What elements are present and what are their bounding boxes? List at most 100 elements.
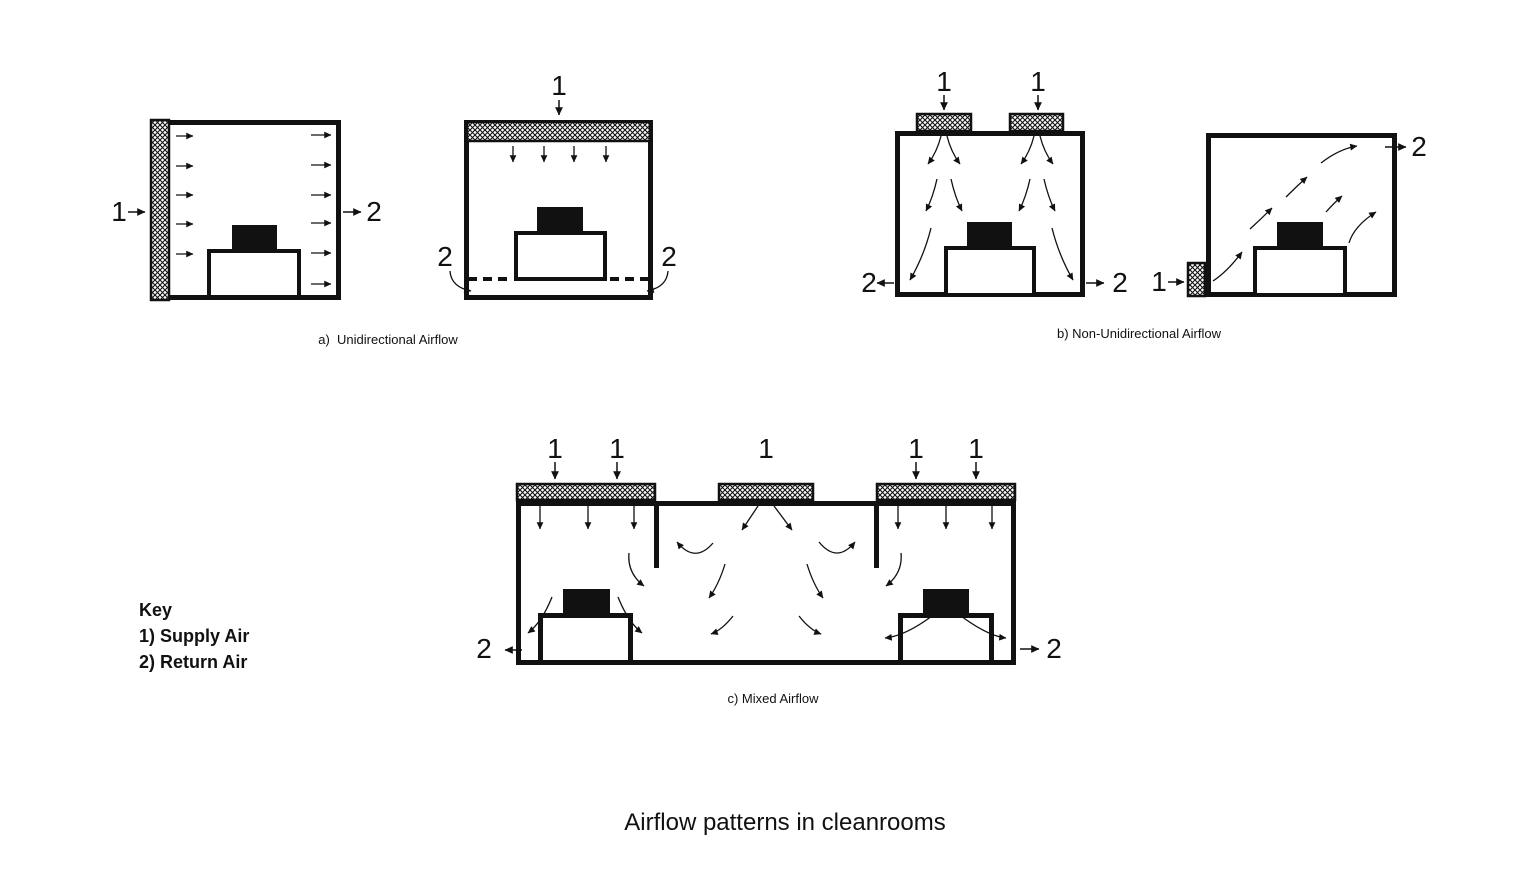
equipment-machine [514, 207, 607, 281]
key-item-supply: 1) Supply Air [139, 626, 249, 646]
supply-air-label: 1 [908, 433, 924, 464]
machine-base [207, 249, 301, 299]
supply-air-label: 1 [111, 196, 127, 227]
return-air-label: 2 [661, 241, 677, 272]
machine-base [538, 613, 633, 665]
return-air-label: 2 [1112, 267, 1128, 298]
return-air-label: 2 [1411, 131, 1427, 162]
supply-filter-right [875, 482, 1017, 502]
machine-base [898, 613, 994, 665]
flow-arrow [1018, 178, 1031, 212]
flow-arrow [1249, 207, 1273, 230]
supply-air-label: 1 [758, 433, 774, 464]
flow-arrow [909, 227, 932, 281]
machine-top [923, 589, 969, 613]
machine-top [1277, 222, 1323, 246]
flow-arrow [1320, 143, 1358, 164]
equipment-machine-right [884, 589, 1007, 665]
machine-base [1253, 246, 1347, 297]
flow-arrow [741, 505, 759, 531]
eddy-arrow [676, 541, 714, 554]
room-side-supply: 1 2 [1151, 131, 1427, 298]
machine-top [563, 589, 610, 613]
machine-top [967, 222, 1012, 246]
caption-b: b) Non-Unidirectional Airflow [1057, 326, 1222, 341]
flow-arrow [884, 615, 933, 641]
figure-title: Airflow patterns in cleanrooms [624, 809, 945, 836]
flow-arrow [806, 563, 824, 599]
key-legend: Key 1) Supply Air 2) Return Air [139, 600, 249, 672]
unidirectional-zone-arrows-left [536, 505, 638, 530]
equipment-machine [944, 222, 1036, 297]
room-mixed-airflow: 1 1 1 1 1 2 2 [476, 433, 1062, 665]
return-air-label: 2 [437, 241, 453, 272]
flow-arrow [885, 552, 902, 587]
mixed-zone-arrows [628, 505, 902, 635]
flow-arrow [617, 596, 643, 634]
vertical-airflow-arrows [509, 146, 610, 163]
supply-air-label: 1 [547, 433, 563, 464]
supply-filter-left [515, 482, 657, 502]
room-ceiling-diffusers: 1 1 2 2 [861, 66, 1128, 298]
flow-arrow [773, 505, 793, 531]
flow-arrow [1043, 178, 1056, 212]
supply-air-label: 1 [1151, 266, 1167, 297]
flow-arrow [1325, 195, 1343, 213]
flow-arrow [710, 615, 734, 635]
flow-arrow [1051, 227, 1074, 281]
flow-arrow [925, 178, 938, 212]
equipment-machine [1253, 222, 1347, 297]
diagonal-airflow-arrows [1212, 143, 1377, 282]
key-item-return: 2) Return Air [139, 652, 247, 672]
machine-top [232, 225, 277, 249]
equipment-machine-left [527, 589, 643, 665]
supply-air-label: 1 [968, 433, 984, 464]
supply-air-label: 1 [609, 433, 625, 464]
machine-base [514, 231, 607, 281]
flow-arrow [960, 615, 1007, 641]
flow-arrow [1039, 135, 1054, 165]
supply-diffuser-right [1008, 112, 1065, 133]
flow-arrow [927, 135, 942, 165]
return-air-label: 2 [476, 633, 492, 664]
supply-filter-wall [149, 118, 171, 302]
flow-arrow [1212, 251, 1243, 282]
flow-arrow [1285, 176, 1308, 198]
flow-arrow [1348, 211, 1377, 244]
supply-filter-ceiling [465, 120, 652, 143]
supply-diffuser-left [915, 112, 973, 133]
room-vertical-unidirectional: 1 2 2 [437, 70, 677, 300]
room-horizontal-unidirectional: 1 2 [111, 118, 382, 302]
return-air-label: 2 [1046, 633, 1062, 664]
machine-top [537, 207, 583, 231]
return-air-label: 2 [366, 196, 382, 227]
supply-air-label: 1 [1030, 66, 1046, 97]
flow-arrow [708, 563, 726, 599]
flow-arrow [946, 135, 961, 165]
equipment-machine [207, 225, 301, 299]
eddy-arrow [818, 541, 856, 554]
unidirectional-zone-arrows-right [894, 505, 996, 530]
return-air-label: 2 [861, 267, 877, 298]
supply-labels: 1 1 1 1 1 [547, 433, 984, 480]
return-arrow [646, 270, 669, 293]
flow-arrow [1020, 135, 1035, 165]
flow-arrow [798, 615, 822, 635]
flow-arrow [628, 552, 645, 587]
flow-arrow [527, 596, 553, 634]
supply-diffuser-center [717, 482, 815, 502]
caption-a: a) Unidirectional Airflow [318, 332, 458, 347]
supply-air-label: 1 [551, 70, 567, 101]
supply-diffuser-low [1186, 261, 1207, 298]
return-arrow [449, 270, 472, 293]
turbulent-airflow-arrows [909, 135, 1074, 281]
flow-arrow [950, 178, 963, 212]
horizontal-airflow-arrows [176, 131, 332, 288]
partition-baffle-right [874, 501, 879, 568]
supply-air-label: 1 [936, 66, 952, 97]
caption-c: c) Mixed Airflow [727, 691, 819, 706]
partition-baffle-left [654, 501, 659, 568]
key-heading: Key [139, 600, 172, 620]
